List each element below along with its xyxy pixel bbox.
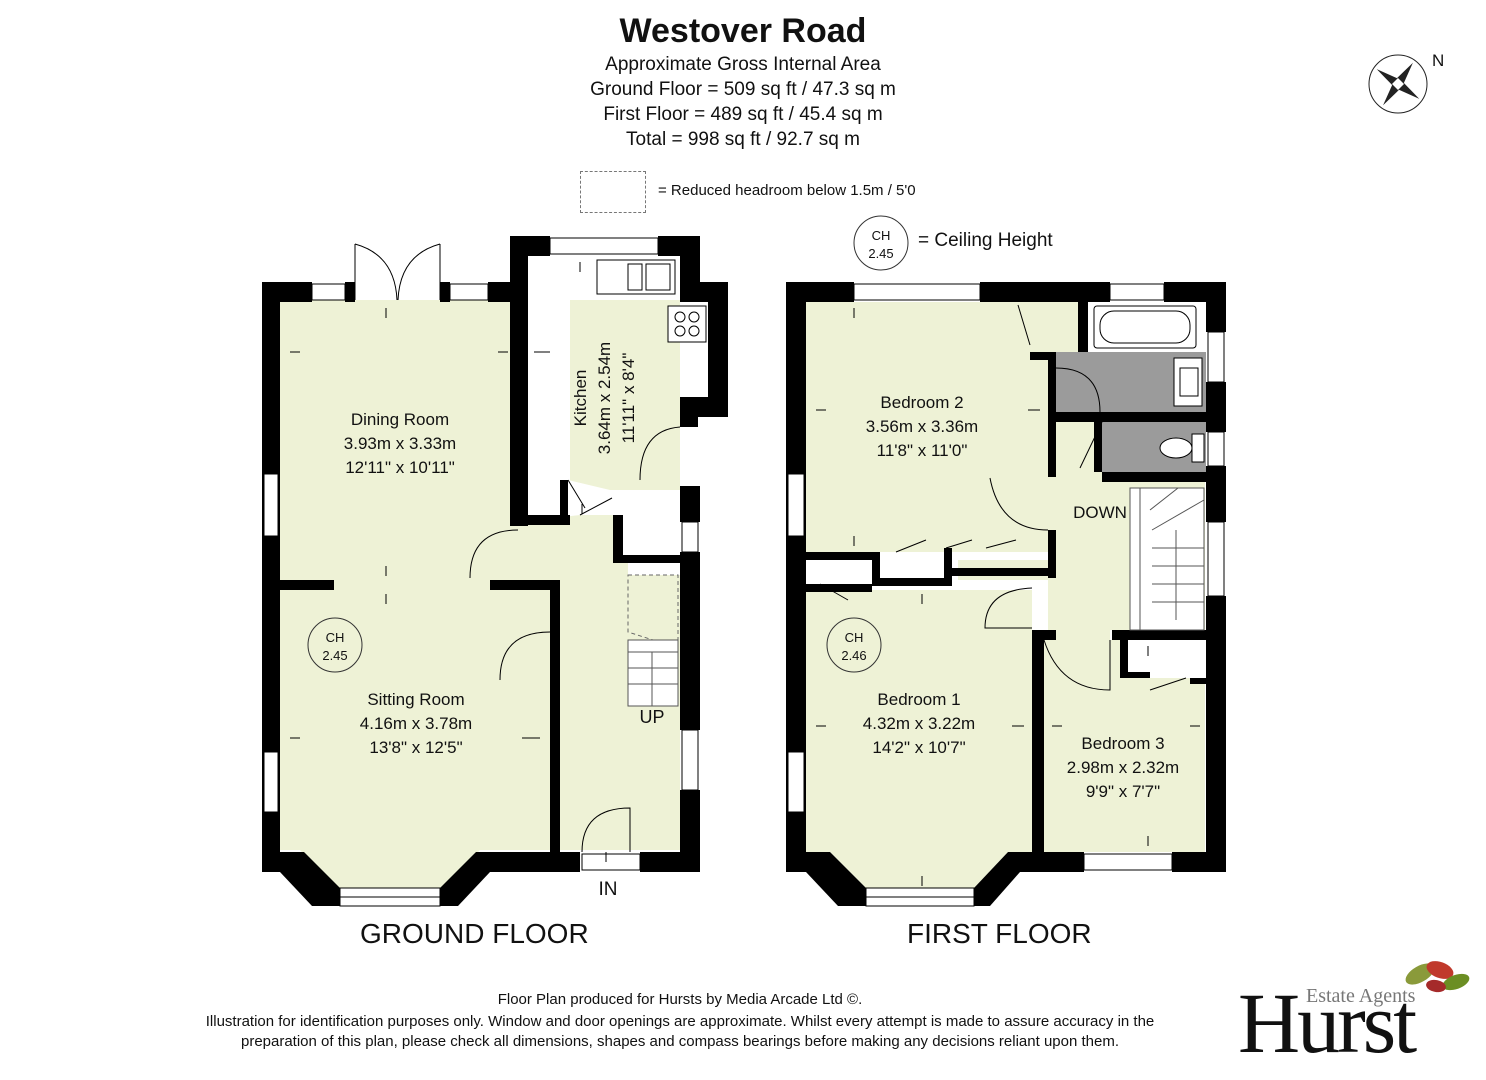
hob-icon	[667, 305, 707, 343]
area-heading: Approximate Gross Internal Area	[605, 54, 881, 75]
legend-ch-label: CH	[872, 228, 891, 243]
first-floor-walls	[786, 282, 1226, 872]
bedroom1-metric: 4.32m x 3.22m	[863, 714, 975, 733]
dining-room-name: Dining Room	[351, 410, 449, 429]
dining-sitting-room-area	[280, 300, 550, 888]
kitchen-sink	[596, 259, 676, 295]
kitchen-recess	[528, 255, 570, 480]
reduced-headroom-legend: = Reduced headroom below 1.5m / 5'0	[658, 182, 916, 199]
bedroom3-metric: 2.98m x 2.32m	[1067, 758, 1179, 777]
ground-floor-area: Ground Floor = 509 sq ft / 47.3 sq m	[590, 79, 896, 100]
total-area: Total = 998 sq ft / 92.7 sq m	[626, 129, 860, 150]
logo-name: Hurst	[1238, 975, 1417, 1071]
kitchen-metric: 3.64m x 2.54m	[595, 342, 614, 454]
bedroom2-metric: 3.56m x 3.36m	[866, 417, 978, 436]
stairs-down-label: DOWN	[1073, 503, 1127, 522]
bedroom3-imperial: 9'9" x 7'7"	[1086, 782, 1160, 801]
logo-tagline: Estate Agents	[1306, 985, 1416, 1007]
ground-stairs	[627, 574, 679, 707]
first-door-swings	[819, 304, 1187, 691]
plan-title: Westover Road	[619, 12, 867, 50]
ground-windows	[263, 237, 699, 871]
bedroom1-imperial: 14'2" x 10'7"	[872, 738, 965, 757]
bedroom3-name: Bedroom 3	[1081, 734, 1164, 753]
ground-door-swings	[469, 426, 681, 853]
first-floor-plan: Bedroom 2 3.56m x 3.36m 11'8" x 11'0" Be…	[786, 282, 1226, 907]
first-floor-area: First Floor = 489 sq ft / 45.4 sq m	[603, 104, 883, 125]
ceiling-height-legend-icon: CH 2.45	[853, 215, 909, 271]
first-ch-label: CH	[845, 630, 864, 645]
footer-line-1: Floor Plan produced for Hursts by Media …	[497, 991, 863, 1008]
ground-floor-plan: Dining Room 3.93m x 3.33m 12'11" x 10'11…	[262, 236, 728, 907]
dining-room-metric: 3.93m x 3.33m	[344, 434, 456, 453]
dining-room-imperial: 12'11" x 10'11"	[345, 458, 455, 477]
first-windows	[787, 283, 1225, 871]
bath-icon	[1093, 305, 1197, 349]
compass-icon: N	[1368, 51, 1444, 114]
basin-icon	[1173, 357, 1203, 407]
ground-floor-label: GROUND FLOOR	[360, 918, 589, 949]
legend-ch-value: 2.45	[868, 246, 893, 261]
first-floor-label: FIRST FLOOR	[907, 918, 1092, 949]
first-ceiling-height: CH 2.46	[826, 617, 882, 673]
first-bay-window	[806, 852, 1020, 907]
first-ch-value: 2.46	[841, 648, 866, 663]
bedroom2-imperial: 11'8" x 11'0"	[877, 441, 968, 460]
kitchen-name: Kitchen	[571, 370, 590, 427]
first-dimension-arrows	[816, 308, 1200, 886]
bedroom2-area	[806, 302, 1078, 552]
bedroom1-name: Bedroom 1	[877, 690, 960, 709]
toilet-icon	[1159, 433, 1205, 463]
ground-ceiling-height: CH 2.45	[307, 617, 363, 673]
sitting-room-metric: 4.16m x 3.78m	[360, 714, 472, 733]
ground-bay-window	[280, 852, 490, 907]
hurst-logo: Estate Agents Hurst	[1238, 961, 1470, 1071]
ground-floor-walls	[262, 236, 728, 872]
leaf-icon	[1405, 961, 1470, 993]
footer-line-3: preparation of this plan, please check a…	[240, 1033, 1119, 1050]
ceiling-height-legend: = Ceiling Height	[918, 230, 1053, 251]
sitting-room-imperial: 13'8" x 12'5"	[369, 738, 462, 757]
bedroom3-area	[1044, 640, 1205, 852]
stairs-up-label: UP	[639, 707, 664, 727]
bedroom2-name: Bedroom 2	[880, 393, 963, 412]
entrance-label: IN	[599, 879, 618, 900]
sitting-room-name: Sitting Room	[367, 690, 464, 709]
footer-line-2: Illustration for identification purposes…	[205, 1013, 1155, 1030]
reduced-headroom-swatch	[580, 171, 646, 213]
ground-dimension-arrows	[290, 262, 607, 862]
kitchen-area	[568, 300, 680, 490]
first-stairs	[1129, 487, 1205, 631]
french-doors	[354, 243, 441, 301]
ground-ch-value: 2.45	[322, 648, 347, 663]
kitchen-imperial: 11'11" x 8'4"	[619, 353, 638, 444]
ground-ch-label: CH	[326, 630, 345, 645]
compass-north-label: N	[1432, 51, 1444, 70]
